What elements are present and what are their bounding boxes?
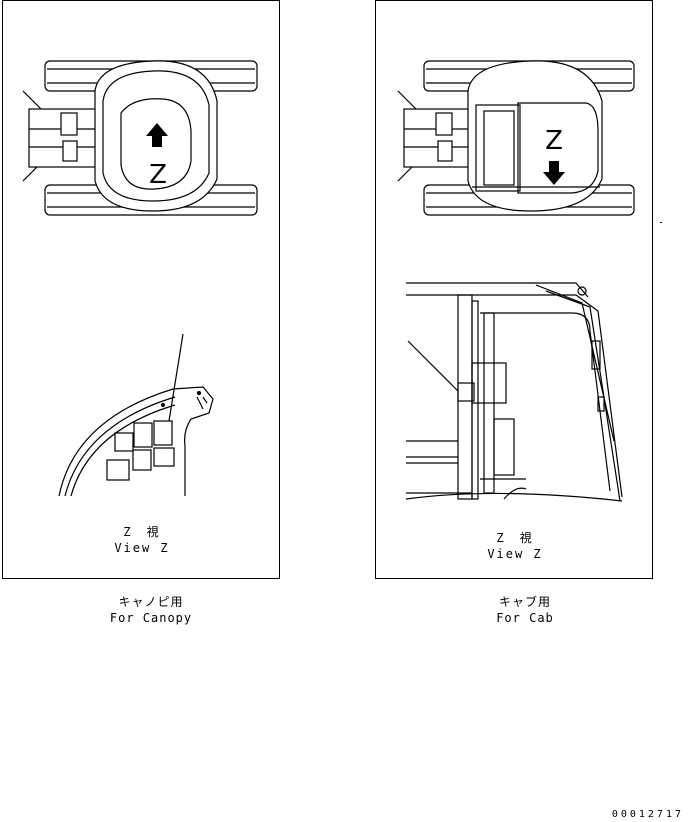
cab-top-view-letter: Z (545, 126, 563, 156)
canopy-view-label-en: View Z (114, 541, 170, 555)
canopy-direction-arrow (146, 123, 168, 147)
canopy-decal (133, 422, 153, 448)
canopy-decal (153, 420, 173, 446)
cab-boom (397, 90, 473, 182)
canopy-decal (153, 447, 175, 467)
canopy-top-view-letter: Z (149, 160, 167, 190)
cab-drawing: Z (397, 60, 635, 502)
cab-view-z-detail (405, 282, 623, 502)
canopy-decal (132, 449, 152, 471)
canopy-caption-jp: キャノピ用 (118, 595, 184, 609)
cab-caption-jp: キャブ用 (498, 595, 551, 609)
cab-panel: Z Z 視 (375, 0, 653, 579)
canopy-decal (106, 459, 130, 481)
cab-view-label-jp: Z 視 (496, 531, 534, 545)
canopy-view-z-detail (58, 386, 214, 497)
canopy-panel: Z Z 視 View Z (2, 0, 280, 579)
canopy-caption-en: For Canopy (109, 611, 193, 625)
stray-mark (660, 222, 662, 223)
canopy-view-label-jp: Z 視 (123, 525, 161, 539)
cab-caption-en: For Cab (496, 611, 554, 625)
cab-view-label-en: View Z (487, 547, 543, 561)
document-number: 00012717 (611, 809, 684, 820)
canopy-decal (114, 432, 134, 452)
cab-leader-line (407, 340, 459, 392)
canopy-boom (22, 90, 98, 182)
cab-direction-arrow (543, 161, 565, 185)
cab-upper-structure (467, 60, 603, 212)
canopy-drawing: Z (22, 60, 258, 497)
canopy-leader-line (168, 333, 184, 422)
